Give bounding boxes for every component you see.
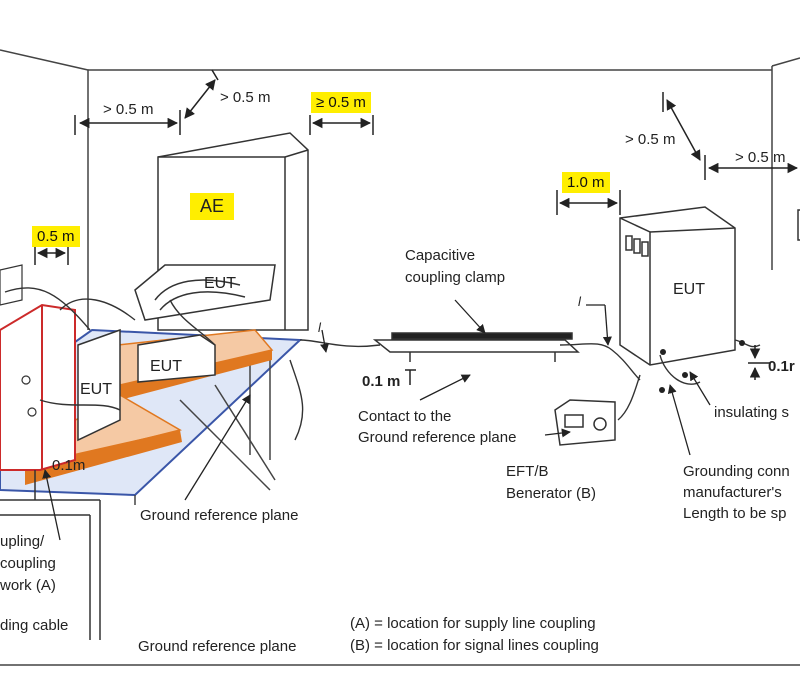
eut-back-device	[134, 264, 276, 321]
dim-gt05m-a: > 0.5 m	[103, 101, 154, 118]
cables	[4, 287, 761, 441]
length-mark-a: l	[318, 320, 321, 335]
room-outline	[0, 49, 800, 666]
cdn-label-1: upling/	[0, 533, 45, 550]
grounding-points	[659, 340, 745, 393]
coupling-clamp	[372, 332, 580, 362]
eft-label-2: Benerator (B)	[506, 485, 597, 502]
dim-ge05m: ≥ 0.5 m	[311, 92, 371, 113]
dim-01m-c: 0.1r	[768, 358, 795, 375]
small-monitor	[0, 264, 23, 306]
dim-gt05m-c: > 0.5 m	[625, 131, 676, 148]
eft-label-1: EFT/B	[506, 463, 549, 480]
dim-gt05m-b: > 0.5 m	[220, 89, 271, 106]
eut-back-label: EUT	[204, 275, 236, 292]
eut-left-label: EUT	[80, 381, 112, 398]
ground-plane-label-mid: Ground reference plane	[140, 507, 299, 524]
clamp-label-1: Capacitive	[405, 247, 476, 264]
eut-right-label: EUT	[673, 281, 705, 298]
contact-label-1: Contact to the	[358, 408, 452, 425]
cdn-label-2: coupling	[0, 555, 56, 572]
dimension-lines	[34, 69, 799, 385]
cdn-box	[0, 303, 76, 471]
ground-plane-label-bottom: Ground reference plane	[138, 638, 297, 655]
cdn-label-3: work (A)	[0, 577, 56, 594]
legend-a: (A) = location for supply line coupling	[350, 615, 596, 632]
right-wall-box	[797, 209, 800, 241]
insulating-label: insulating s	[714, 404, 790, 421]
dim-10m: 1.0 m	[562, 172, 610, 193]
leader-arrows	[42, 299, 711, 541]
contact-label-2: Ground reference plane	[358, 429, 517, 446]
eut-right-cabinet	[619, 206, 736, 366]
eut-front-label: EUT	[150, 358, 182, 375]
eft-generator	[554, 399, 616, 446]
clamp-label-2: coupling clamp	[405, 269, 506, 286]
dim-01m-a: 0.1 m	[362, 373, 401, 390]
grounding-label-3: Length to be sp	[683, 505, 787, 522]
eut-left-screen	[77, 328, 121, 442]
grounding-label-2: manufacturer's	[683, 484, 782, 501]
ground-cable-label: ding cable	[0, 617, 69, 634]
legend-b: (B) = location for signal lines coupling	[350, 637, 599, 654]
ae-label: AE	[190, 193, 235, 220]
dim-01m-b: 0.1m	[52, 457, 86, 474]
dim-gt05m-d: > 0.5 m	[735, 149, 786, 166]
grounding-label-1: Grounding conn	[683, 463, 790, 480]
ground-cable-stand	[0, 470, 101, 640]
length-mark-b: l	[578, 294, 581, 309]
eut-front-device	[137, 334, 216, 383]
dim-05m: 0.5 m	[32, 226, 80, 247]
